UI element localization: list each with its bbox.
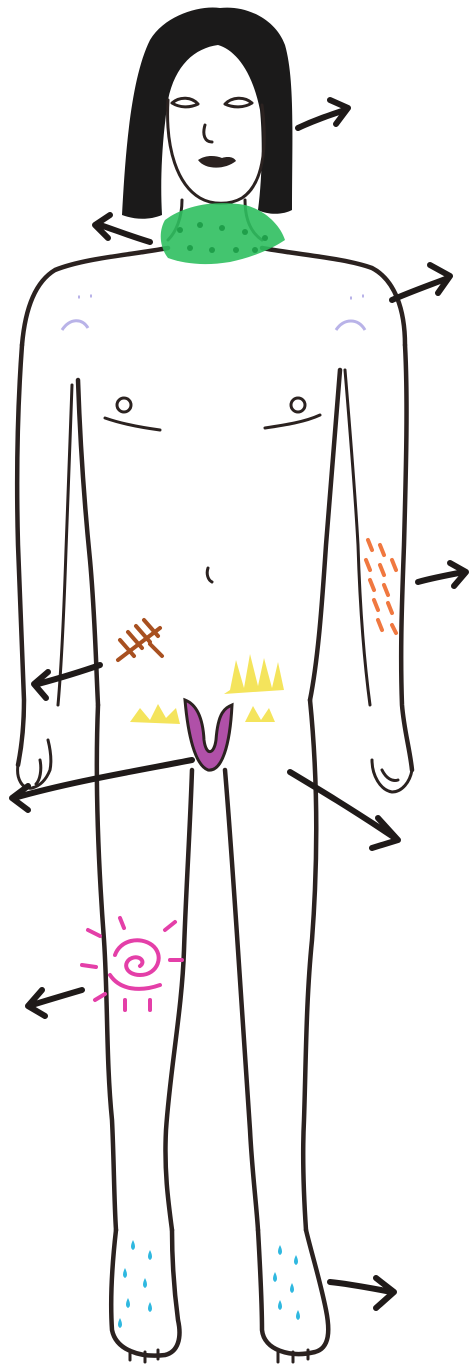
mouth	[198, 156, 236, 168]
arrow-right-icon	[290, 772, 398, 848]
arrow-right-icon	[330, 1278, 394, 1308]
knee-pain-icon	[82, 918, 182, 1010]
right-eye	[225, 98, 252, 107]
right-nipple	[291, 398, 305, 412]
face	[168, 98, 265, 203]
left-eye	[172, 98, 198, 107]
scar-icon	[118, 620, 162, 660]
arrow-left-icon	[95, 215, 150, 242]
forearm-rash-icon	[366, 540, 396, 633]
right-shoulder-mark-icon	[336, 321, 365, 330]
groin-rash-icon	[130, 654, 284, 724]
arrow-left-icon	[28, 990, 82, 1016]
arrow-right-icon	[392, 265, 450, 300]
left-shoulder-dots	[78, 296, 92, 297]
swelling-drops-icon	[118, 1240, 300, 1328]
hair	[122, 7, 292, 218]
right-shoulder-dots	[350, 296, 364, 298]
arrow-right-icon	[418, 563, 466, 586]
left-shoulder-mark-icon	[62, 321, 88, 330]
arrow-right-icon	[298, 100, 348, 128]
left-nipple	[117, 398, 131, 412]
navel	[207, 568, 212, 582]
arrow-left-icon	[34, 665, 100, 698]
